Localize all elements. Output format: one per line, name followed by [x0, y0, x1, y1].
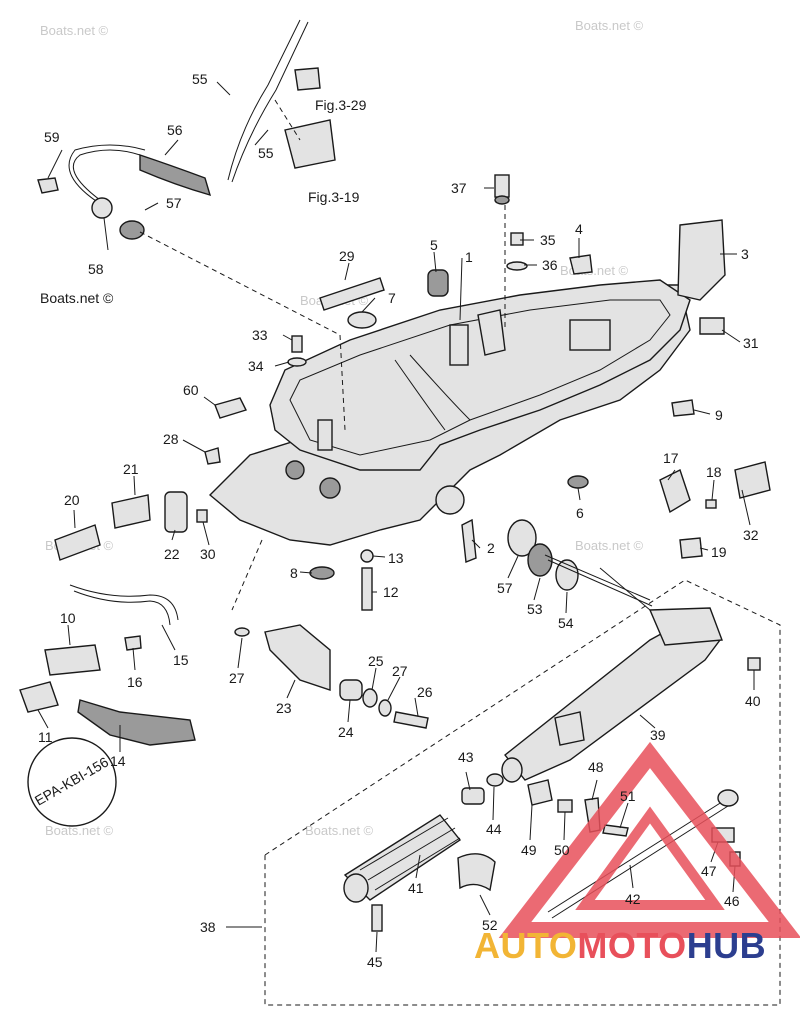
callout: 32	[743, 527, 759, 543]
callout: 36	[542, 257, 558, 273]
callout: 26	[417, 684, 433, 700]
callout: 39	[650, 727, 666, 743]
callout: 21	[123, 461, 139, 477]
tiller-grip	[343, 773, 741, 932]
callout: 37	[451, 180, 467, 196]
callout: 29	[339, 248, 355, 264]
callout: 6	[576, 505, 584, 521]
callout-labels: 1 2 3 4 5 6 7 8 9 10 11 12 13 14 15 16 1…	[38, 71, 761, 970]
callout: 49	[521, 842, 537, 858]
tiller-group-boundary	[264, 579, 781, 1006]
callout: 22	[164, 546, 180, 562]
callout: 46	[724, 893, 740, 909]
callout: 34	[248, 358, 264, 374]
small-parts-bottom	[234, 518, 477, 729]
watermark-text: Boats.net ©	[575, 538, 644, 553]
callout: 43	[458, 749, 474, 765]
autohub-logo-triangle	[498, 741, 800, 938]
callout: 3	[741, 246, 749, 262]
figure-references: Fig.3-29 Fig.3-19	[308, 97, 367, 205]
figure-ref-3-19: Fig.3-19	[308, 189, 360, 205]
callout: 10	[60, 610, 76, 626]
reference-line	[139, 231, 346, 431]
callout: 2	[487, 540, 495, 556]
callout: 40	[745, 693, 761, 709]
callout: 56	[167, 122, 183, 138]
callout: 33	[252, 327, 268, 343]
callout: 47	[701, 863, 717, 879]
brand-logo: AUTOMOTOHUB	[474, 925, 766, 967]
watermark-text: Boats.net ©	[575, 18, 644, 33]
callout: 35	[540, 232, 556, 248]
callout: 12	[383, 584, 399, 600]
callout: 11	[38, 729, 53, 745]
callout: 52	[482, 917, 498, 933]
callout: 27	[229, 670, 245, 686]
callout: 55	[258, 145, 274, 161]
cable-assembly	[37, 19, 336, 240]
watermark-text: Boats.net ©	[40, 23, 109, 38]
emission-emblem: EPA-KBI-156	[27, 737, 117, 827]
tiller-arm	[501, 607, 761, 783]
callout: 31	[743, 335, 759, 351]
reference-line	[231, 539, 263, 611]
small-parts-upper	[204, 174, 771, 559]
figure-ref-3-29: Fig.3-29	[315, 97, 367, 113]
callout: 16	[127, 674, 143, 690]
callout: 41	[408, 880, 424, 896]
callout: 14	[110, 753, 126, 769]
callout: 19	[711, 544, 727, 560]
callout: 18	[706, 464, 722, 480]
washers	[507, 519, 653, 607]
watermark-text: Boats.net ©	[560, 263, 629, 278]
callout: 57	[166, 195, 182, 211]
callout: 1	[465, 249, 473, 265]
callout: 53	[527, 601, 543, 617]
callout: 4	[575, 221, 583, 237]
watermark-text: Boats.net ©	[40, 290, 114, 306]
watermark-text: Boats.net ©	[45, 823, 114, 838]
callout: 9	[715, 407, 723, 423]
watermark-text: Boats.net ©	[305, 823, 374, 838]
callout: 23	[276, 700, 292, 716]
callout: 44	[486, 821, 502, 837]
callout: 17	[663, 450, 679, 466]
callout: 20	[64, 492, 80, 508]
brand-part-hub: HUB	[686, 925, 767, 966]
callout: 45	[367, 954, 383, 970]
leader-lines	[37, 81, 755, 953]
callout: 42	[625, 891, 641, 907]
callout: 8	[290, 565, 298, 581]
callout: 15	[173, 652, 189, 668]
callout: 58	[88, 261, 104, 277]
callout: 25	[368, 653, 384, 669]
callout: 7	[388, 290, 396, 306]
callout: 5	[430, 237, 438, 253]
reference-line	[274, 99, 301, 141]
callout: 38	[200, 919, 216, 935]
callout: 60	[183, 382, 199, 398]
callout: 55	[192, 71, 208, 87]
brand-part-auto: AUTO	[474, 925, 578, 966]
callout: 27	[392, 663, 408, 679]
callout: 24	[338, 724, 354, 740]
lower-cowl	[208, 279, 691, 546]
callout: 50	[554, 842, 570, 858]
callout: 28	[163, 431, 179, 447]
callout: 13	[388, 550, 404, 566]
callout: 57	[497, 580, 513, 596]
callout: 48	[588, 759, 604, 775]
callout: 30	[200, 546, 216, 562]
brand-part-moto: MOTO	[577, 925, 687, 966]
small-parts-left	[19, 491, 208, 746]
callout: 54	[558, 615, 574, 631]
callout: 51	[620, 788, 636, 804]
callout: 59	[44, 129, 60, 145]
